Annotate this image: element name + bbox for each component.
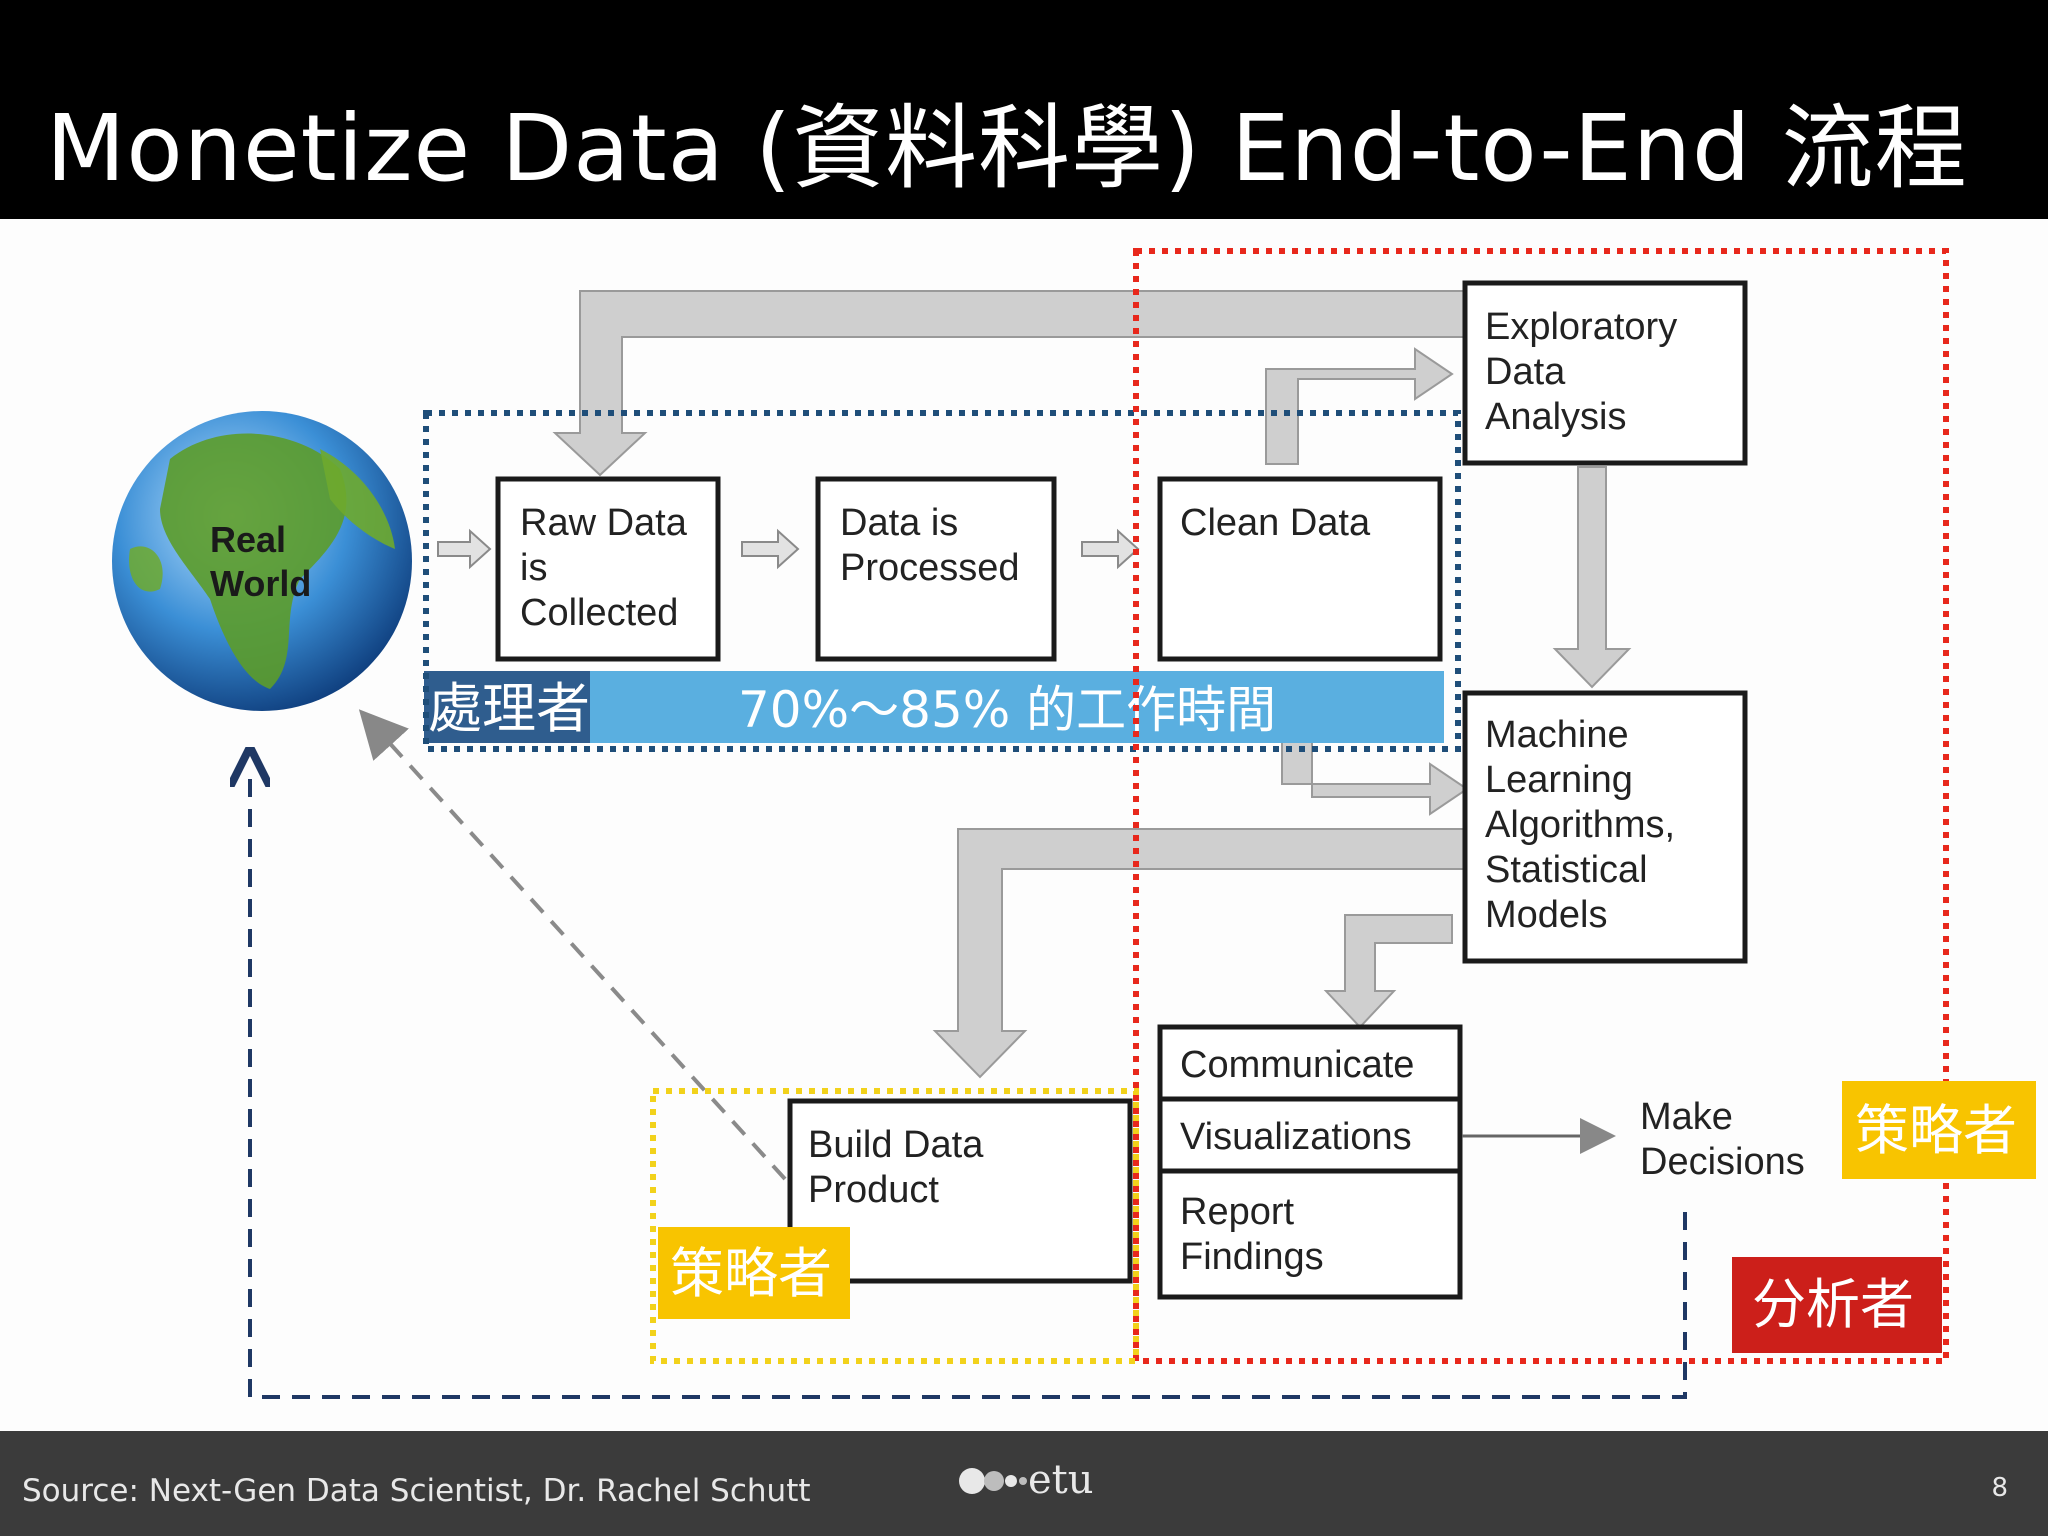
arrow-ml-to-comm (1323, 914, 1453, 1029)
processor-bar-text: 70%～85% 的工作時間 (738, 681, 1276, 739)
report-line2: Findings (1180, 1236, 1324, 1278)
build-line2: Product (808, 1169, 939, 1211)
arrow-raw-to-processed (741, 528, 800, 570)
strategist-right-bg (1842, 1081, 2036, 1179)
box-ml (1462, 690, 1748, 964)
arrow-world-to-raw (437, 528, 492, 570)
strategist-region-outline (650, 1088, 1139, 1364)
processed-line1: Data is (840, 502, 958, 544)
decisions-line2: Decisions (1640, 1141, 1805, 1183)
workflow-diagram: Real World Raw Data is Collected Data is… (112, 248, 2036, 1399)
box-raw-data (495, 476, 721, 662)
logo-text: etu (1028, 1457, 1094, 1503)
page-number: 8 (1991, 1473, 2008, 1503)
diagram-canvas: Real World Raw Data is Collected Data is… (0, 219, 2048, 1431)
clean-line1: Clean Data (1180, 502, 1371, 544)
ml-line5: Models (1485, 894, 1608, 936)
globe-icon (112, 411, 412, 711)
communicate-line1: Communicate (1180, 1044, 1414, 1086)
box-report (1157, 1168, 1463, 1300)
box-communicate (1157, 1024, 1463, 1102)
strategist-left-label: 策略者 (670, 1242, 832, 1305)
raw-line2: is (520, 547, 547, 589)
ml-line2: Learning (1485, 759, 1633, 801)
ml-line3: Algorithms, (1485, 804, 1675, 846)
etu-logo-icon (959, 1468, 1027, 1494)
globe-label-line1: Real (210, 519, 286, 560)
arrow-eda-to-raw (552, 290, 1466, 477)
box-processed (815, 476, 1057, 662)
small-arrows (437, 528, 1140, 570)
box-visualizations (1157, 1096, 1463, 1174)
footer-bar: Source: Next-Gen Data Scientist, Dr. Rac… (0, 1431, 2048, 1536)
title-bar: Monetize Data (資料科學) End-to-End 流程 (0, 0, 2048, 219)
strategist-right-label: 策略者 (1855, 1099, 2017, 1162)
decisions-line1: Make (1640, 1096, 1733, 1138)
box-eda (1462, 280, 1748, 466)
processor-role-bg (424, 671, 590, 743)
analyst-bg (1732, 1257, 1942, 1353)
dashed-decisions-to-world (250, 767, 1687, 1399)
eda-line3: Analysis (1485, 396, 1627, 438)
build-line1: Build Data (808, 1124, 984, 1166)
slide-title: Monetize Data (資料科學) End-to-End 流程 (46, 95, 1968, 202)
ml-line1: Machine (1485, 714, 1629, 756)
visualizations-line1: Visualizations (1180, 1116, 1412, 1158)
raw-line3: Collected (520, 592, 678, 634)
arrow-clean-to-eda (1265, 347, 1454, 465)
processed-line2: Processed (840, 547, 1020, 589)
analyst-label: 分析者 (1752, 1273, 1914, 1336)
processor-role-label: 處理者 (428, 677, 590, 740)
arrow-eda-to-ml (1552, 466, 1632, 689)
ml-line4: Statistical (1485, 849, 1648, 891)
arrow-processed-to-clean (1081, 528, 1140, 570)
strategist-left-bg (658, 1227, 850, 1319)
source-citation: Source: Next-Gen Data Scientist, Dr. Rac… (22, 1473, 811, 1509)
report-line1: Report (1180, 1191, 1294, 1233)
processor-region-outline (423, 410, 1461, 752)
box-clean-data (1157, 476, 1443, 662)
etu-logo: etu (958, 1457, 1148, 1511)
box-labels: Raw Data is Collected Data is Processed … (520, 306, 1677, 1278)
globe-label-line2: World (210, 563, 311, 604)
processor-bar (424, 671, 1444, 743)
raw-line1: Raw Data (520, 502, 688, 544)
dashed-build-to-world (358, 709, 787, 1181)
analyst-region-outline (1133, 248, 1949, 1364)
arrow-ml-to-build (932, 828, 1466, 1079)
eda-line1: Exploratory (1485, 306, 1677, 348)
eda-line2: Data (1485, 351, 1566, 393)
